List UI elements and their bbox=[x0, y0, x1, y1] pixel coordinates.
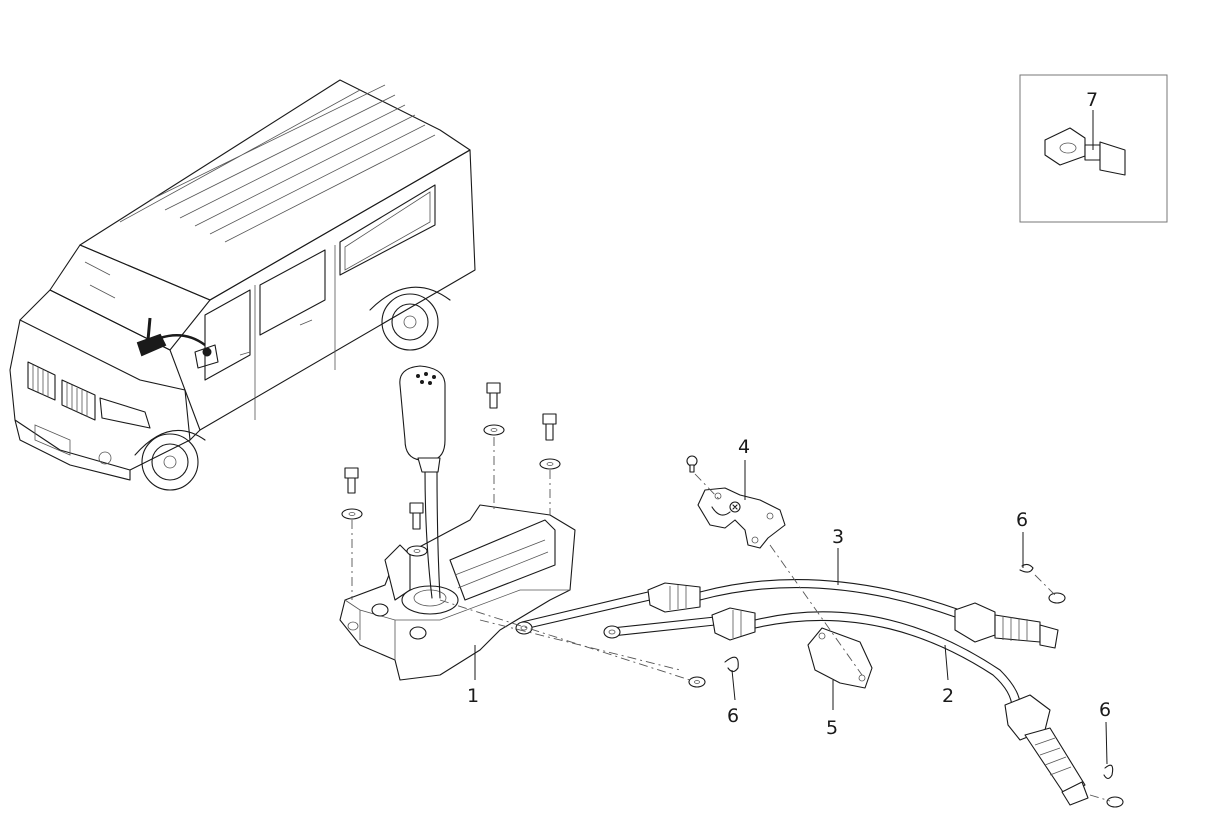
mounting-bolts bbox=[341, 382, 561, 600]
callout-2: 2 bbox=[942, 685, 954, 707]
van-illustration bbox=[9, 79, 476, 491]
select-cable-2 bbox=[603, 607, 1089, 806]
callout-5: 5 bbox=[826, 717, 838, 739]
bracket-4 bbox=[686, 455, 786, 549]
leader-lines bbox=[474, 460, 1108, 765]
inset-box bbox=[1019, 74, 1168, 223]
callout-4: 4 bbox=[738, 436, 750, 458]
gear-shifter-assembly bbox=[339, 365, 576, 681]
callout-1: 1 bbox=[467, 685, 479, 707]
clip-washer-6c bbox=[1089, 764, 1124, 808]
callout-6-right-upper: 6 bbox=[1016, 509, 1028, 531]
clip-washer-6b bbox=[1019, 563, 1066, 604]
callout-6-middle: 6 bbox=[727, 705, 739, 727]
callout-7: 7 bbox=[1086, 89, 1098, 111]
cable-end-clip-7 bbox=[1044, 127, 1126, 176]
callout-3: 3 bbox=[832, 526, 844, 548]
van-shifter-highlight bbox=[136, 317, 212, 357]
cover-plate-5 bbox=[769, 544, 873, 689]
clip-washer-6a bbox=[439, 599, 739, 688]
callout-6-right-lower: 6 bbox=[1099, 699, 1111, 721]
shift-cable-3 bbox=[515, 579, 1059, 649]
